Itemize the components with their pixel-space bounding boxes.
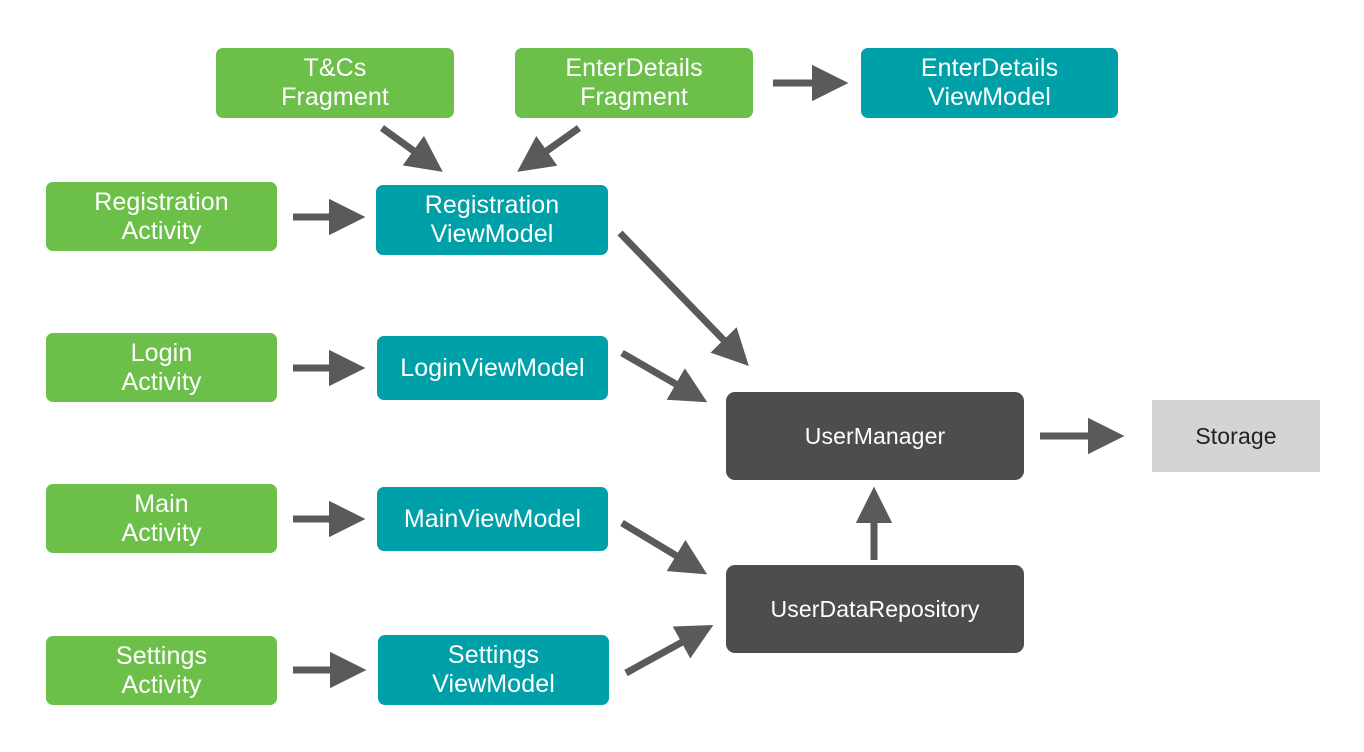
node-settings-viewmodel[interactable]: Settings ViewModel: [378, 635, 609, 705]
node-enterdetails-fragment[interactable]: EnterDetails Fragment: [515, 48, 753, 118]
node-registration-viewmodel[interactable]: Registration ViewModel: [376, 185, 608, 255]
edge-mainviewmodel-to-userdatarepository: [620, 520, 708, 575]
edge-enterdetails-fragment-to-registration-viewmodel: [517, 125, 582, 172]
node-settings-activity[interactable]: Settings Activity: [46, 636, 277, 705]
node-registration-activity[interactable]: Registration Activity: [46, 182, 277, 251]
node-login-activity[interactable]: Login Activity: [46, 333, 277, 402]
node-storage[interactable]: Storage: [1152, 400, 1320, 472]
node-enterdetails-viewmodel[interactable]: EnterDetails ViewModel: [861, 48, 1118, 118]
node-usermanager[interactable]: UserManager: [726, 392, 1024, 480]
node-userdatarepository[interactable]: UserDataRepository: [726, 565, 1024, 653]
edge-settings-viewmodel-to-userdatarepository: [624, 624, 714, 677]
node-main-activity[interactable]: Main Activity: [46, 484, 277, 553]
edge-tcs-fragment-to-registration-viewmodel: [379, 125, 443, 172]
node-mainviewmodel[interactable]: MainViewModel: [377, 487, 608, 551]
edge-registration-viewmodel-to-usermanager: [617, 230, 749, 367]
node-tcs-fragment[interactable]: T&Cs Fragment: [216, 48, 454, 118]
edge-loginviewmodel-to-usermanager: [620, 349, 708, 403]
node-loginviewmodel[interactable]: LoginViewModel: [377, 336, 608, 400]
